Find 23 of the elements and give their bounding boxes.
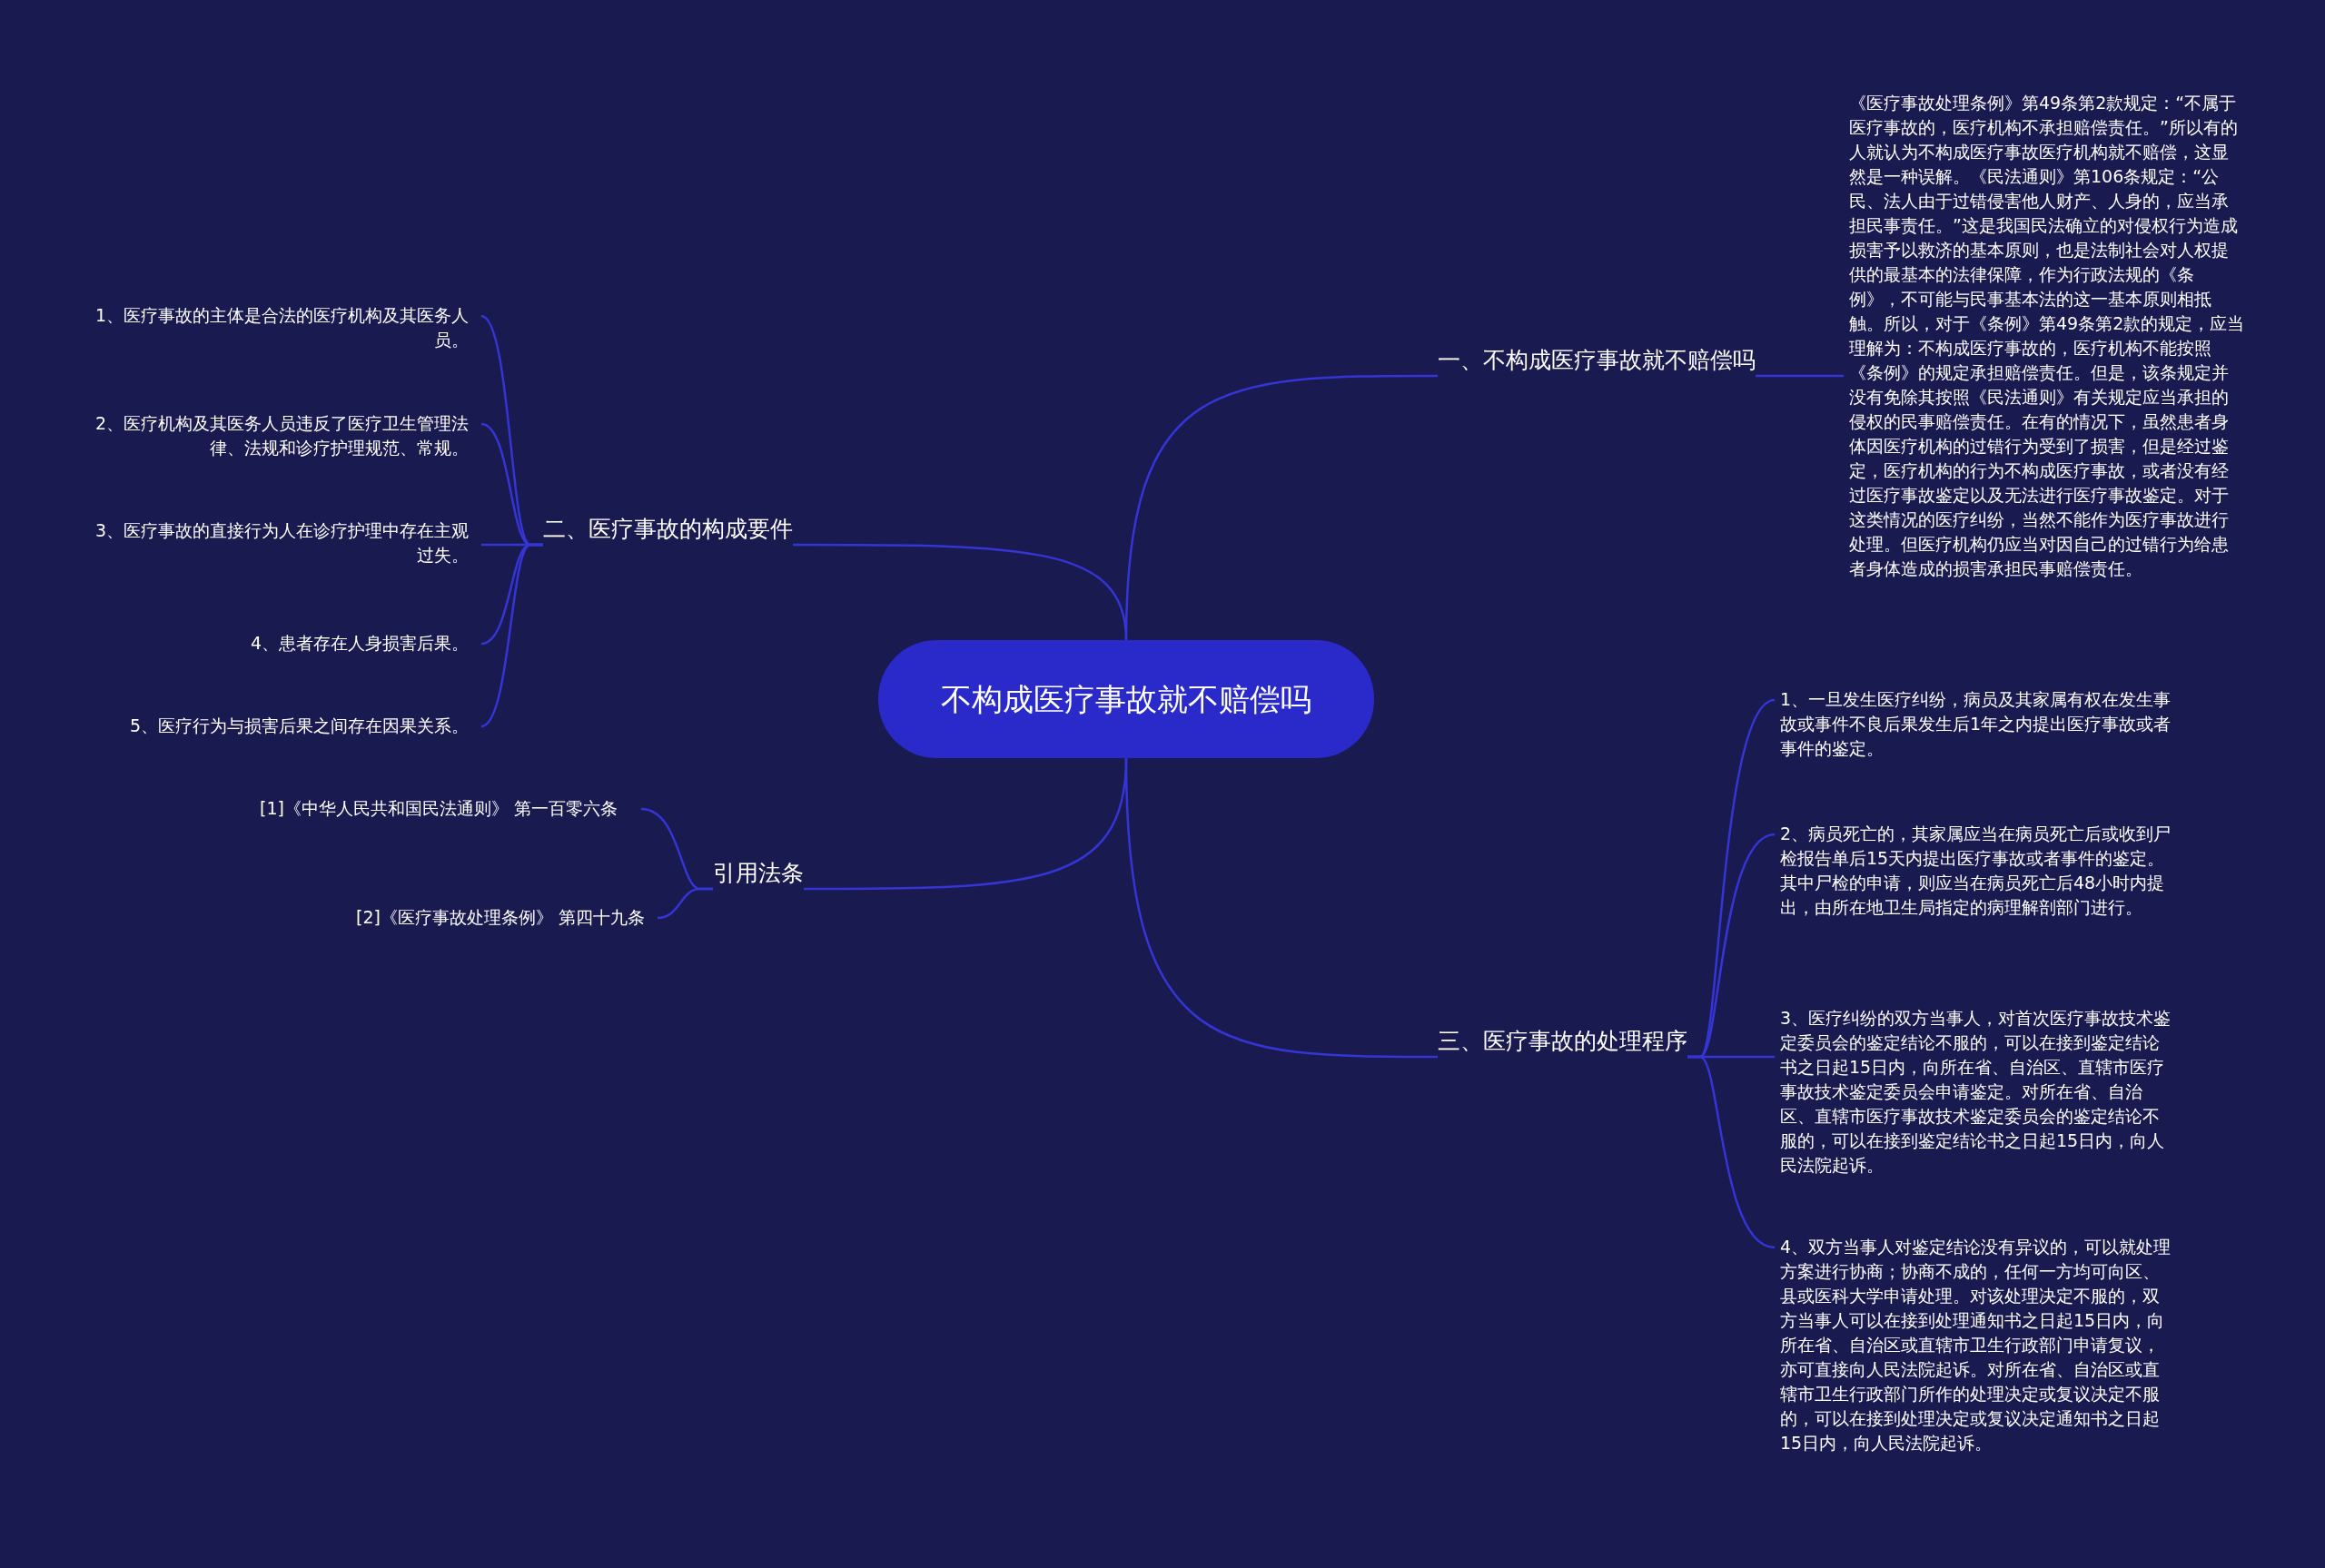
leaf-text: 3、医疗纠纷的双方当事人，对首次医疗事故技术鉴定委员会的鉴定结论不服的，可以在接到鉴定结论书之日起15日内，向所在省、自治区、直辖市医疗事故技术鉴定委员会申请鉴定。对所在省、自治区、直辖市医疗事故技术鉴定委员会的鉴定结论不服的，可以在接到鉴定结论书之日起15日内，向人民法院起诉。	[1780, 1006, 2176, 1178]
connector-line	[1124, 757, 1438, 1059]
branch-topic: 三、医疗事故的处理程序	[1438, 1022, 1687, 1060]
connector-line	[1687, 1055, 1776, 1249]
connector-line	[657, 887, 713, 920]
leaf-text: 3、医疗事故的直接行为人在诊疗护理中存在主观过失。	[87, 518, 469, 567]
leaf-text: 5、医疗行为与损害后果之间存在因果关系。	[87, 714, 469, 738]
connector-line	[480, 543, 543, 728]
leaf-text: [2]《医疗事故处理条例》 第四十九条	[260, 905, 645, 930]
leaf-text: 1、医疗事故的主体是合法的医疗机构及其医务人员。	[87, 303, 469, 352]
leaf-text: 4、患者存在人身损害后果。	[87, 631, 469, 656]
central-topic: 不构成医疗事故就不赔偿吗	[878, 640, 1374, 758]
branch-topic: 引用法条	[713, 854, 804, 892]
leaf-text: [1]《中华人民共和国民法通则》 第一百零六条	[260, 796, 641, 821]
leaf-text: 《医疗事故处理条例》第49条第2款规定：“不属于医疗事故的，医疗机构不承担赔偿责任。”所以有的人就认为不构成医疗事故医疗机构就不赔偿，这显然是一种误解。《民法通则》第106条规定：“公民、法人由于过错侵害他人财产、人身的，应当承担民事责任。”这是我国民法确立的对侵权行为造成损害予以救济的基本原则，也是法制社会对人权提供的最基本的法律保障，作为行政法规的《条例》，不可能与民事基本法的这一基本原则相抵触。所以，对于《条例》第49条第2款的规定，应当理解为：不构成医疗事故的，医疗机构不能按照《条例》的规定承担赔偿责任。但是，该条规定并没有免除其按照《民法通则》有关规定应当承担的侵权的民事赔偿责任。在有的情况下，虽然患者身体因医疗机构的过错行为受到了损害，但是经过鉴定，医疗机构的行为不构成医疗事故，或者没有经过医疗事故鉴定以及无法进行医疗事故鉴定。对于这类情况的医疗纠纷，当然不能作为医疗事故进行处理。但医疗机构仍应当对因自己的过错行为给患者身体造成的损害承担民事赔偿责任。	[1849, 91, 2245, 581]
branch-topic: 二、医疗事故的构成要件	[543, 510, 793, 548]
connector-line	[793, 543, 1128, 641]
connector-line	[1756, 374, 1844, 378]
leaf-text: 1、一旦发生医疗纠纷，病员及其家属有权在发生事故或事件不良后果发生后1年之内提出医疗事故或者事件的鉴定。	[1780, 687, 2176, 761]
leaf-text: 2、病员死亡的，其家属应当在病员死亡后或收到尸检报告单后15天内提出医疗事故或者事件的鉴定。其中尸检的申请，则应当在病员死亡后48小时内提出，由所在地卫生局指定的病理解剖部门进行。	[1780, 822, 2176, 920]
branch-topic: 一、不构成医疗事故就不赔偿吗	[1438, 341, 1756, 380]
leaf-text: 2、医疗机构及其医务人员违反了医疗卫生管理法律、法规和诊疗护理规范、常规。	[87, 411, 469, 460]
leaf-text: 4、双方当事人对鉴定结论没有异议的，可以就处理方案进行协商；协商不成的，任何一方均可向区、县或医科大学申请处理。对该处理决定不服的，双方当事人可以在接到处理通知书之日起15日内，向所在省、自治区或直辖市卫生行政部门申请复议，亦可直接向人民法院起诉。对所在省、自治区或直辖市卫生行政部门所作的处理决定或复议决定不服的，可以在接到处理决定或复议决定通知书之日起15日内，向人民法院起诉。	[1780, 1235, 2176, 1455]
